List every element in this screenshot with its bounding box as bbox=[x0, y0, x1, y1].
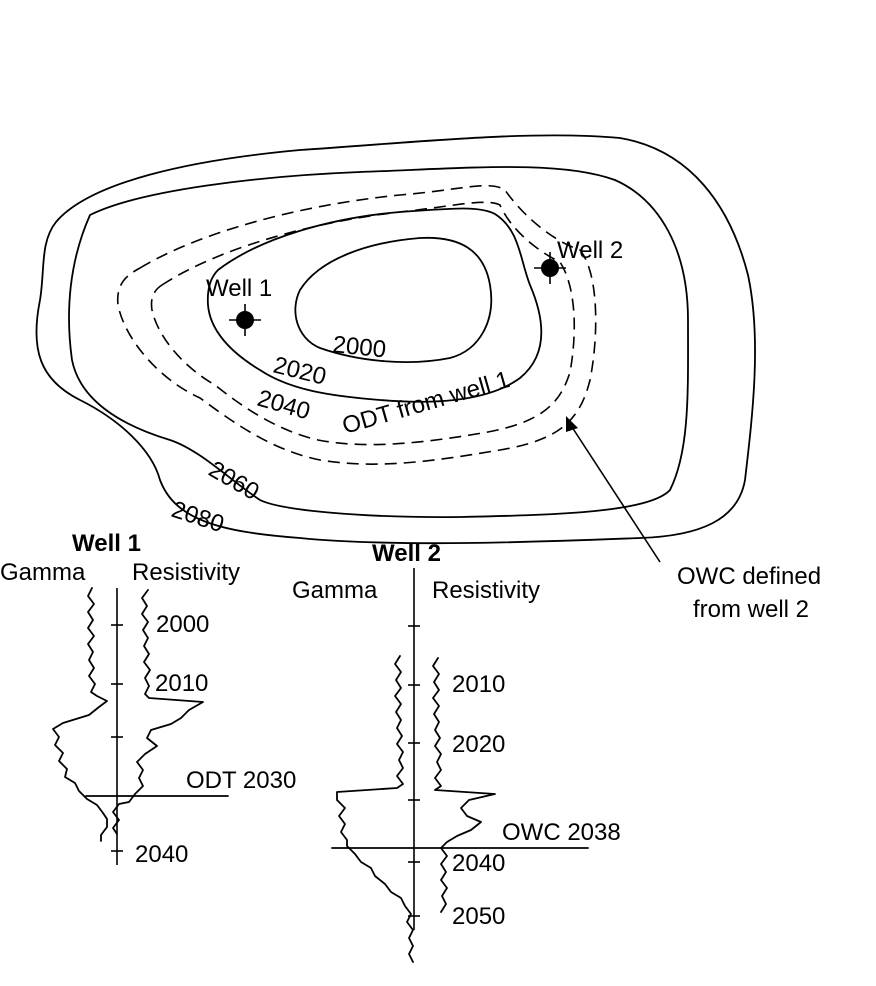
contour-2040-odt-dashed bbox=[116, 184, 597, 465]
contour-2020 bbox=[206, 207, 543, 403]
well-2-gamma-label: Gamma bbox=[292, 577, 378, 604]
well-1-depth-2040: 2040 bbox=[135, 841, 188, 868]
well-2-marker bbox=[534, 252, 566, 284]
owc-note-line-1: OWC defined bbox=[677, 563, 821, 590]
well-2-depth-2050: 2050 bbox=[452, 903, 505, 930]
owc-pointer-arrow bbox=[566, 416, 661, 563]
well-2-depth-2010: 2010 bbox=[452, 671, 505, 698]
well-2-depth-2040: 2040 bbox=[452, 850, 505, 877]
contour-2000 bbox=[294, 236, 493, 363]
well-1-gamma-curve bbox=[52, 587, 108, 842]
owc-note-line-2: from well 2 bbox=[693, 596, 809, 623]
well-1-depth-2010: 2010 bbox=[155, 670, 208, 697]
well-2-map-label: Well 2 bbox=[557, 237, 623, 264]
well-2-resistivity-label: Resistivity bbox=[432, 577, 540, 604]
well-1-log: Well 1 Gamma Resistivity 2000 2010 2040 … bbox=[0, 530, 296, 868]
well-1-map-label: Well 1 bbox=[206, 275, 272, 302]
contour-label-2020: 2020 bbox=[271, 352, 329, 391]
contour-label-2080: 2080 bbox=[168, 496, 227, 538]
well-2-depth-2020: 2020 bbox=[452, 731, 505, 758]
well-1-odt-label: ODT 2030 bbox=[186, 767, 296, 794]
well-2-owc-label: OWC 2038 bbox=[502, 819, 621, 846]
well-1-gamma-label: Gamma bbox=[0, 559, 86, 586]
well-2-log-title: Well 2 bbox=[372, 540, 441, 567]
contour-2060 bbox=[68, 166, 689, 518]
contour-label-2000: 2000 bbox=[331, 331, 387, 363]
contour-2080 bbox=[35, 134, 756, 545]
well-1-resistivity-curve bbox=[112, 589, 204, 835]
well-1-depth-2000: 2000 bbox=[156, 611, 209, 638]
odt-from-well-1-label: ODT from well 1 bbox=[339, 366, 513, 440]
well-1-log-title: Well 1 bbox=[72, 530, 141, 557]
contour-label-2060: 2060 bbox=[204, 456, 264, 506]
well-1-marker bbox=[229, 304, 261, 336]
well-1-resistivity-label: Resistivity bbox=[132, 559, 240, 586]
well-2-gamma-curve bbox=[336, 655, 414, 963]
contour-label-2040: 2040 bbox=[254, 385, 313, 426]
well-2-resistivity-curve bbox=[432, 657, 496, 913]
well-2-log: Well 2 Gamma Resistivity 2010 2020 2040 … bbox=[292, 540, 621, 963]
